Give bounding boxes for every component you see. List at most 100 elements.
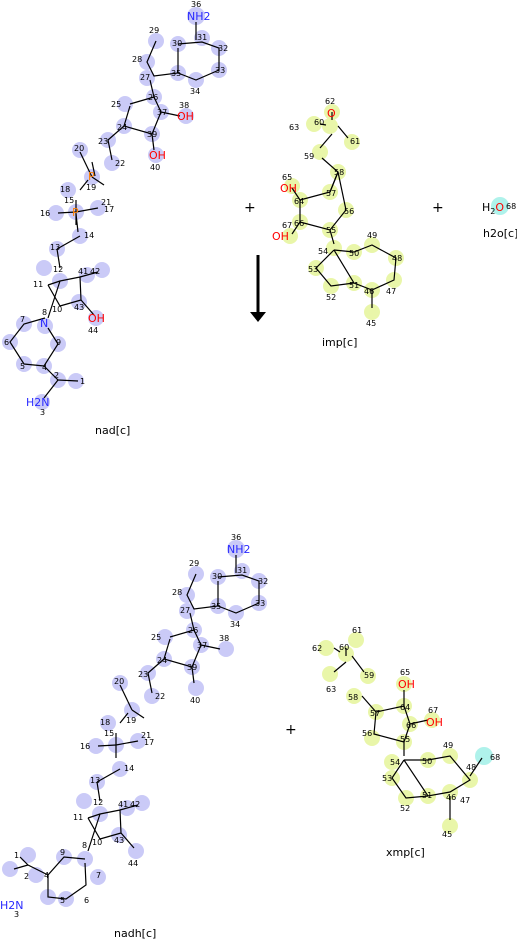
nadh-atom-nh2: NH2 — [227, 543, 251, 556]
imp-atom-60: 60 — [314, 118, 324, 127]
imp-atom-54: 54 — [318, 247, 328, 256]
atom-18: 18 — [60, 185, 70, 194]
atom-10: 10 — [52, 305, 62, 314]
atom-24: 24 — [117, 123, 127, 132]
nadh-atom-14: 14 — [124, 764, 134, 773]
nadh-atom-44: 44 — [128, 859, 138, 868]
xmp-atom-51: 51 — [422, 791, 432, 800]
atom-2: 2 — [54, 371, 59, 380]
atom-15: 15 — [64, 196, 74, 205]
xmp-atom-66: 66 — [406, 721, 416, 730]
atom-19: 19 — [86, 183, 96, 192]
plus-sign-2: + — [432, 200, 444, 216]
atom-33: 33 — [215, 66, 225, 75]
product-label-xmp: xmp[c] — [386, 846, 425, 859]
nadh-molecule: 36 NH2 29 30 31 32 33 34 35 28 27 25 26 … — [0, 533, 268, 919]
atom-8: 8 — [42, 308, 47, 317]
xmp-atom-54: 54 — [390, 758, 400, 767]
nadh-atom-h2n: H2N — [0, 899, 24, 912]
atom-oh-44: OH — [88, 312, 105, 325]
nadh-atom-37: 37 — [197, 641, 207, 650]
xmp-atom-58: 58 — [348, 693, 358, 702]
imp-atom-51: 51 — [349, 281, 359, 290]
imp-atom-56: 56 — [344, 207, 354, 216]
nadh-atom-18: 18 — [100, 718, 110, 727]
xmp-atom-65: 65 — [400, 668, 410, 677]
xmp-atom-55: 55 — [400, 735, 410, 744]
atom-6: 6 — [4, 338, 9, 347]
xmp-atom-68: 68 — [490, 753, 500, 762]
atom-17: 17 — [104, 205, 114, 214]
nadh-atom-10: 10 — [92, 838, 102, 847]
xmp-atom-64: 64 — [400, 703, 410, 712]
imp-atom-61: 61 — [350, 137, 360, 146]
nadh-atom-6: 6 — [84, 896, 89, 905]
nadh-atom-5: 5 — [60, 896, 65, 905]
atom-20: 20 — [74, 144, 84, 153]
atom-14: 14 — [84, 231, 94, 240]
atom-36: 36 — [191, 0, 201, 9]
atom-11: 11 — [33, 280, 43, 289]
nadh-atom-41: 41 — [118, 800, 128, 809]
atom-3: 3 — [40, 408, 45, 417]
xmp-atom-52: 52 — [400, 804, 410, 813]
nadh-atom-34: 34 — [230, 620, 240, 629]
imp-atom-oh-67: OH — [272, 230, 289, 243]
plus-sign-3: + — [285, 722, 297, 738]
atom-p-15: P — [72, 206, 79, 219]
nadh-atom-16: 16 — [80, 742, 90, 751]
reaction-arrow — [250, 255, 266, 322]
atom-44: 44 — [88, 326, 98, 335]
atom-42: 42 — [90, 267, 100, 276]
atom-21: 21 — [101, 198, 111, 207]
nadh-atom-4: 4 — [44, 871, 49, 880]
reactant-label-nad: nad[c] — [95, 424, 130, 437]
xmp-atom-60: 60 — [339, 643, 349, 652]
atom-nh2: NH2 — [187, 10, 211, 23]
atom-37: 37 — [157, 108, 167, 117]
xmp-atom-63: 63 — [326, 685, 336, 694]
imp-atom-49: 49 — [367, 231, 377, 240]
nadh-atom-20: 20 — [114, 677, 124, 686]
nadh-atom-30: 30 — [212, 572, 222, 581]
atom-n-8: N — [40, 317, 48, 330]
imp-atom-53: 53 — [308, 265, 318, 274]
atom-31: 31 — [197, 33, 207, 42]
xmp-atom-45: 45 — [442, 830, 452, 839]
imp-atom-47: 47 — [386, 287, 396, 296]
nadh-atom-17: 17 — [144, 738, 154, 747]
xmp-atom-61: 61 — [352, 626, 362, 635]
nadh-atom-27: 27 — [180, 606, 190, 615]
xmp-atom-49: 49 — [443, 741, 453, 750]
atom-39: 39 — [147, 130, 157, 139]
atom-h2n: H2N — [26, 396, 50, 409]
imp-atom-59: 59 — [304, 152, 314, 161]
atom-13: 13 — [50, 243, 60, 252]
atom-40: 40 — [150, 163, 160, 172]
imp-atom-55: 55 — [326, 226, 336, 235]
atom-4: 4 — [42, 363, 47, 372]
nadh-atom-23: 23 — [138, 670, 148, 679]
nadh-atom-31: 31 — [237, 566, 247, 575]
atom-9: 9 — [56, 338, 61, 347]
nadh-atom-26: 26 — [188, 626, 198, 635]
imp-atom-50: 50 — [349, 249, 359, 258]
nadh-atom-3: 3 — [14, 910, 19, 919]
nadh-atom-13: 13 — [90, 776, 100, 785]
nadh-atom-19: 19 — [126, 716, 136, 725]
atom-29: 29 — [149, 26, 159, 35]
atom-34: 34 — [190, 87, 200, 96]
xmp-atom-47: 47 — [460, 796, 470, 805]
atom-22: 22 — [115, 159, 125, 168]
imp-atom-46: 46 — [364, 287, 374, 296]
plus-sign-1: + — [244, 200, 256, 216]
h2o-formula: H2O — [482, 201, 504, 216]
h2o-atom-68: 68 — [506, 202, 516, 211]
xmp-atom-57: 57 — [370, 709, 380, 718]
imp-molecule: 62 O 60 63 61 59 58 57 65 OH 64 56 67 66… — [272, 97, 404, 328]
xmp-atom-46: 46 — [446, 793, 456, 802]
xmp-atom-62: 62 — [312, 644, 322, 653]
imp-atom-64: 64 — [294, 197, 304, 206]
nadh-atom-9: 9 — [60, 848, 65, 857]
